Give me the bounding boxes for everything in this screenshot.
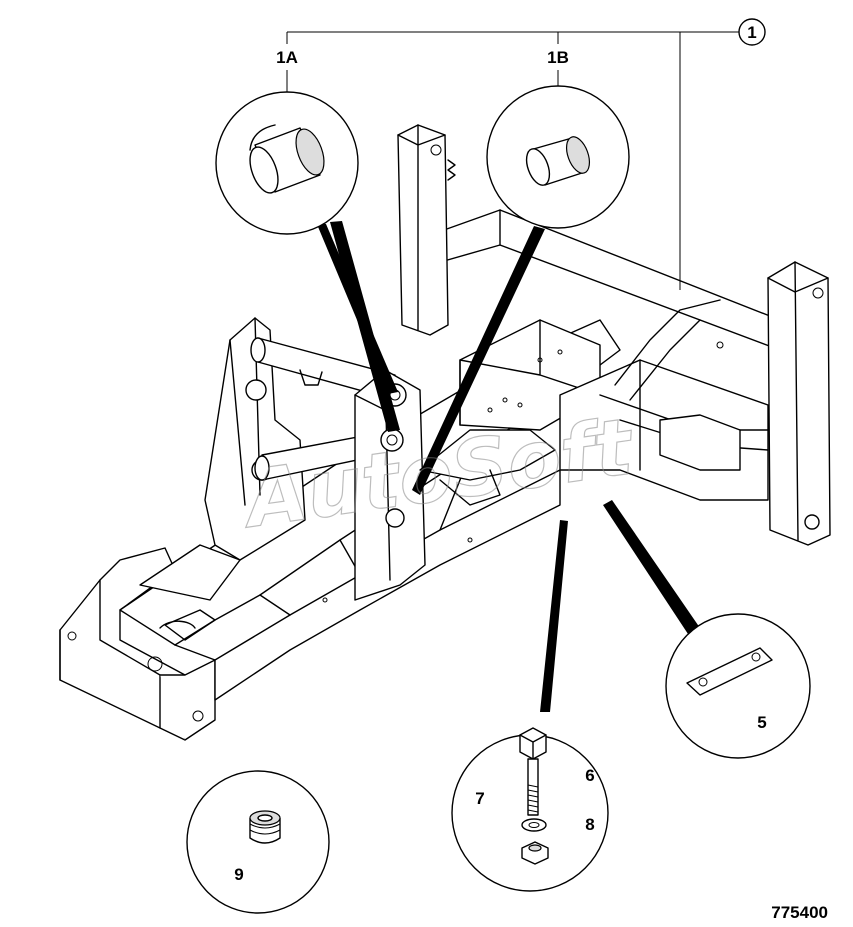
- detail-bush-1a: [215, 91, 359, 235]
- chassis-frame-icon: [59, 124, 831, 741]
- callout-6: 6: [585, 766, 594, 785]
- callout-1b: 1B: [547, 48, 569, 67]
- drawing-number: 775400: [771, 903, 828, 922]
- callout-5: 5: [757, 713, 766, 732]
- detail-bush-1b: [486, 85, 630, 229]
- callout-7: 7: [475, 789, 484, 808]
- callout-1a: 1A: [276, 48, 298, 67]
- leader-lines: [249, 31, 751, 859]
- callout-8: 8: [585, 815, 594, 834]
- callout-9: 9: [234, 865, 243, 884]
- detail-plug-9: [186, 770, 330, 914]
- detail-bolt-set: [451, 727, 609, 892]
- callout-circle-1: [738, 18, 766, 46]
- callout-1: 1: [747, 23, 756, 42]
- detail-plate-5: [665, 613, 811, 759]
